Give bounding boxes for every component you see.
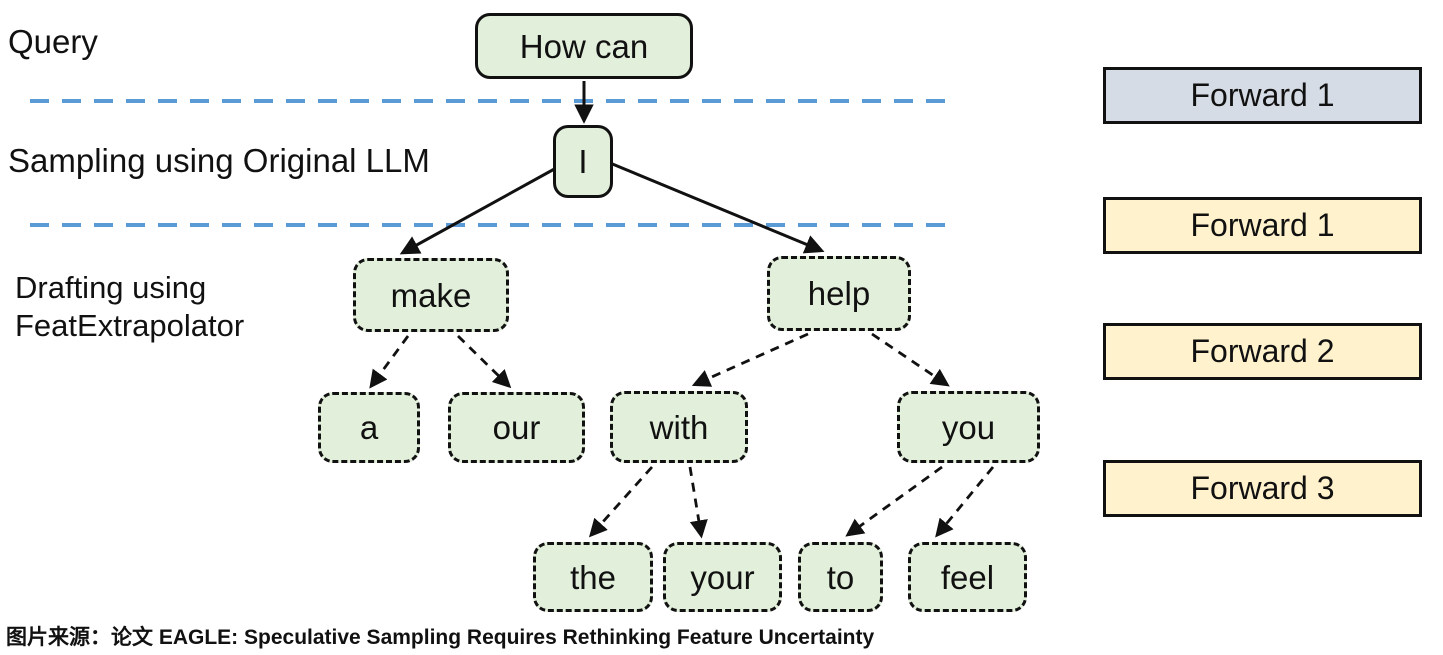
drafting-label: Drafting using FeatExtrapolator <box>15 269 244 345</box>
node-your: your <box>663 542 782 612</box>
arrow-i-to-help <box>609 161 825 254</box>
node-our: our <box>448 392 585 463</box>
forward-box-1-original: Forward 1 <box>1103 67 1422 124</box>
node-a: a <box>318 392 420 463</box>
arrow-make-to-a <box>369 335 410 389</box>
node-with: with <box>610 391 748 463</box>
forward-box-3-draft: Forward 3 <box>1103 460 1422 517</box>
node-i: I <box>553 125 613 198</box>
forward-box-2-draft: Forward 2 <box>1103 323 1422 380</box>
node-how-can: How can <box>475 13 693 79</box>
arrow-make-to-our <box>457 335 512 389</box>
node-to: to <box>798 542 883 612</box>
image-source-caption: 图片来源：论文 EAGLE: Speculative Sampling Requ… <box>6 626 875 649</box>
forward-box-1-draft: Forward 1 <box>1103 197 1422 254</box>
drafting-label-line1: Drafting using <box>15 270 207 305</box>
arrow-you-to-to <box>845 465 943 537</box>
arrow-with-to-your <box>688 466 708 539</box>
arrow-i-to-make <box>399 165 559 255</box>
arrow-you-to-feel <box>935 466 995 538</box>
node-feel: feel <box>908 542 1027 612</box>
node-help: help <box>767 256 911 331</box>
sampling-label: Sampling using Original LLM <box>8 142 430 179</box>
arrow-help-to-you <box>871 332 950 387</box>
node-the: the <box>533 542 653 612</box>
drafting-label-line2: FeatExtrapolator <box>15 307 245 343</box>
node-make: make <box>353 258 509 332</box>
arrow-with-to-the <box>588 466 654 538</box>
query-label: Query <box>8 23 98 60</box>
arrow-help-to-with <box>691 332 809 387</box>
node-you: you <box>897 391 1040 463</box>
